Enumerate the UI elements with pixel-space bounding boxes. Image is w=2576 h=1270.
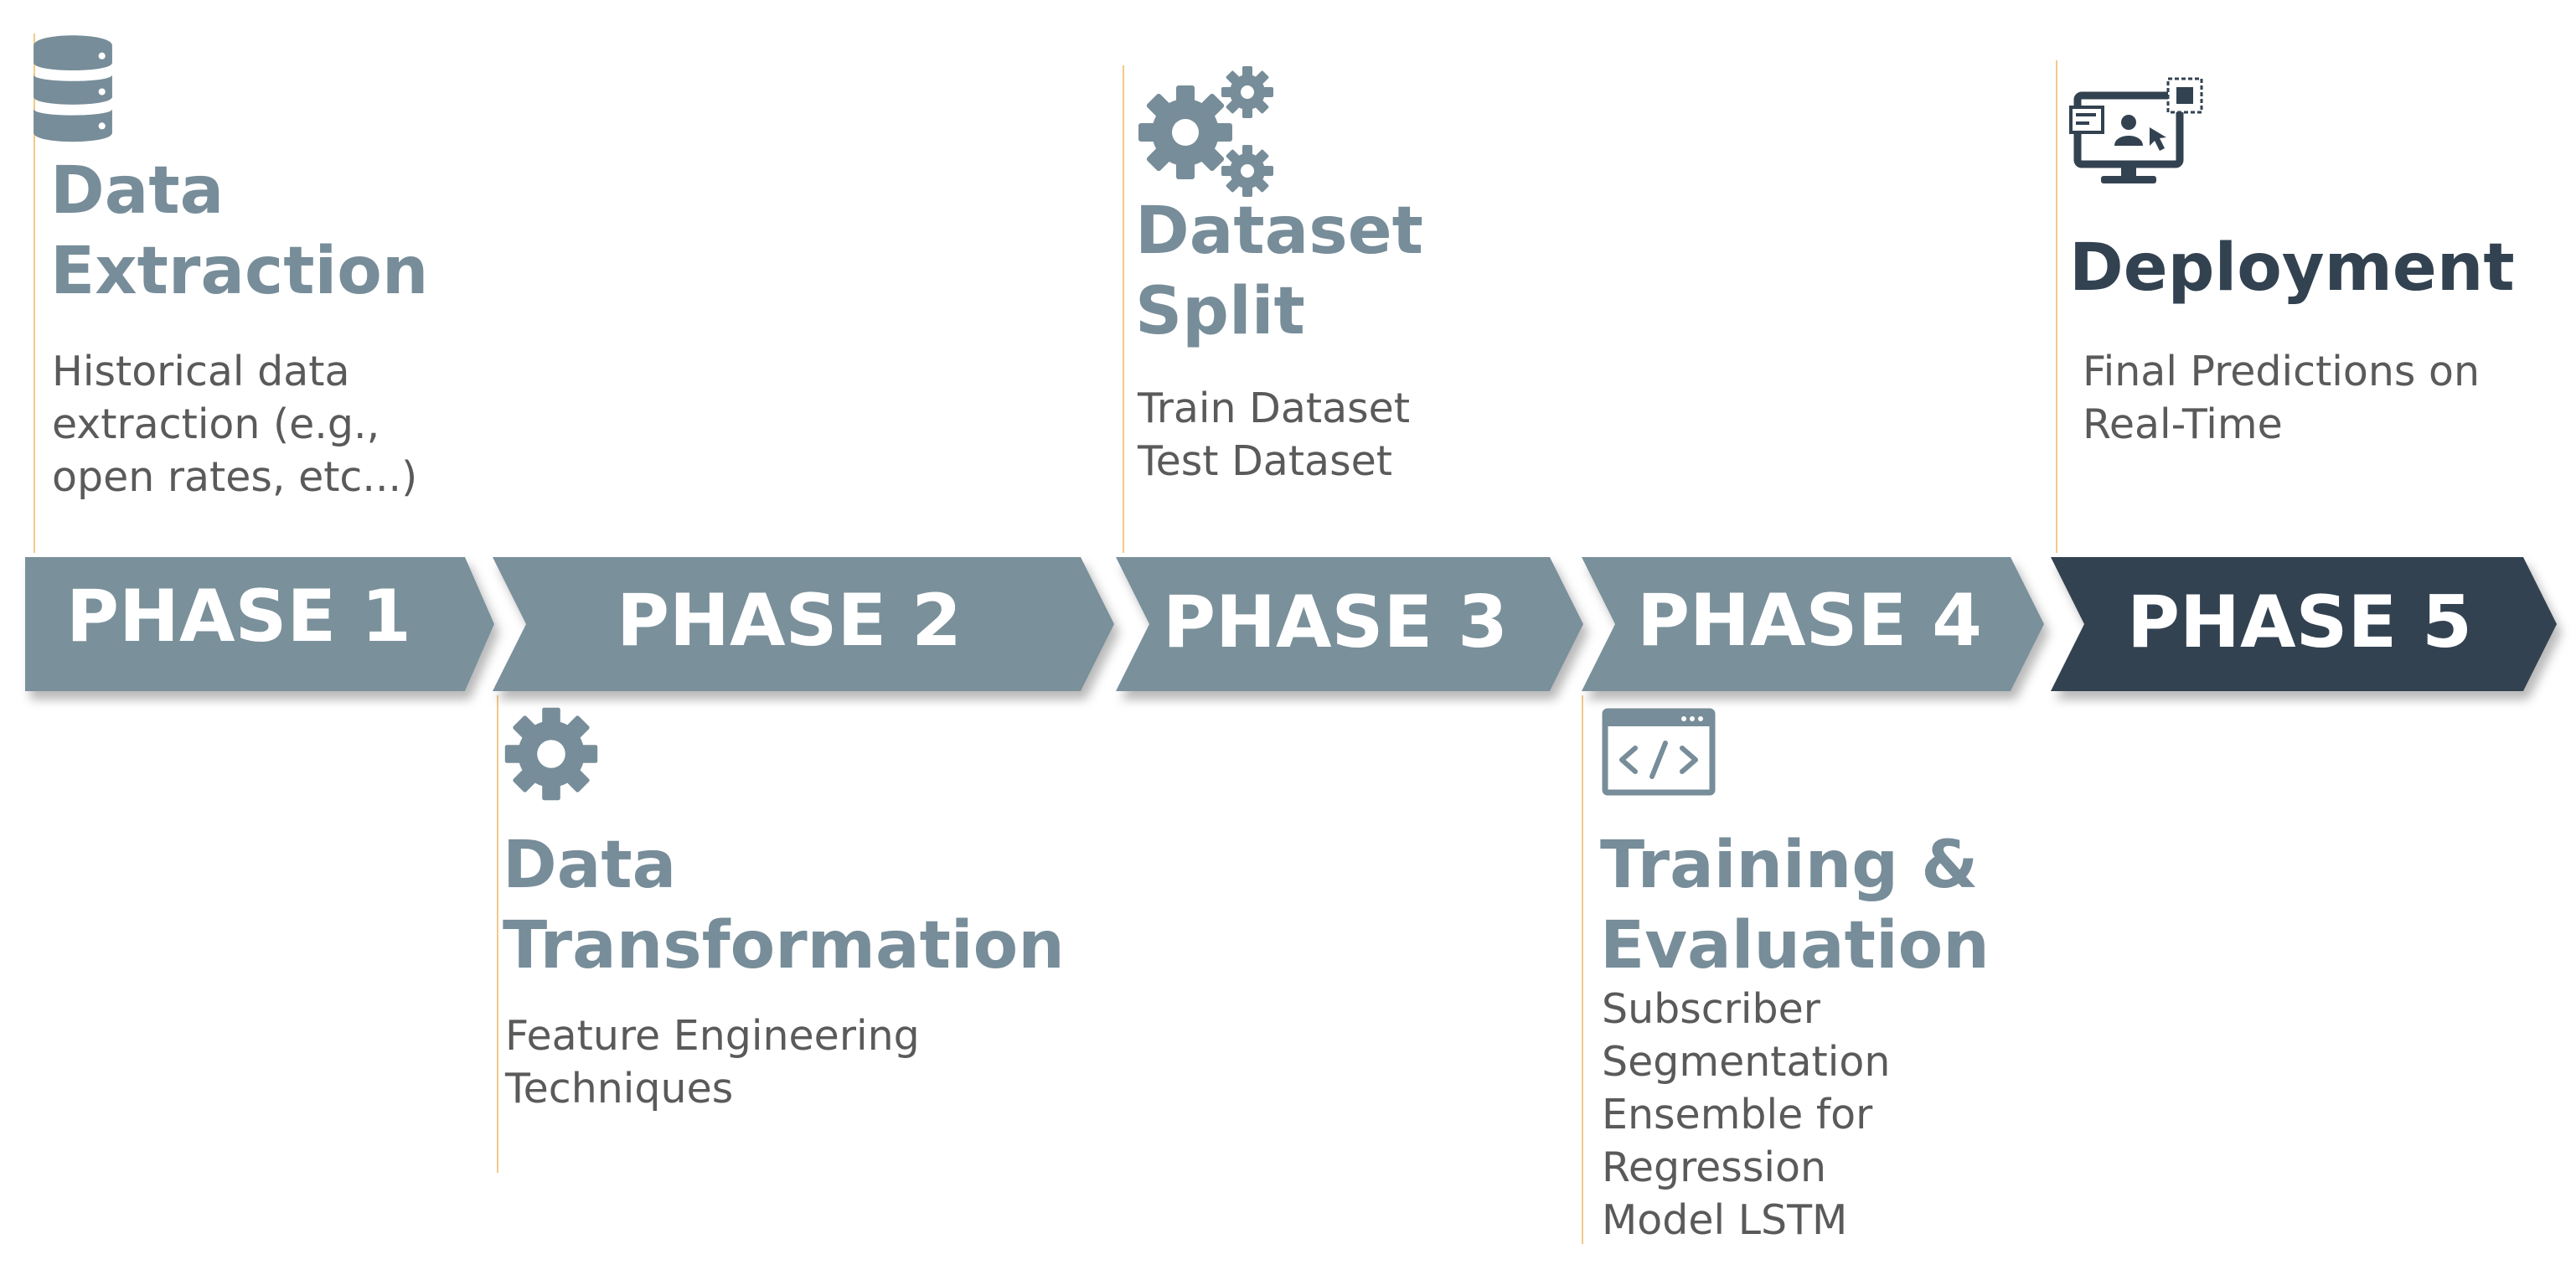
phase-2-description-line-2: Techniques xyxy=(505,1065,734,1113)
phase-1-description: Historical data extraction (e.g., open r… xyxy=(52,345,417,503)
phase-3-chevron: PHASE 3 xyxy=(1116,557,1583,691)
phase-1-title-line-2: Extraction xyxy=(50,234,429,309)
phase-4-description: Subscriber Segmentation Ensemble for Reg… xyxy=(1602,983,1890,1247)
phase-4-title-line-2: Evaluation xyxy=(1600,908,1990,983)
code-window-icon xyxy=(1602,708,1716,796)
gear-icon xyxy=(501,704,601,804)
phase-3-title-line-2: Split xyxy=(1135,274,1305,349)
phase-4-label: PHASE 4 xyxy=(1637,579,1982,663)
phase-1-description-line-1: Historical data xyxy=(52,348,350,395)
phase-2-title-line-1: Data xyxy=(503,828,677,903)
phase-1-description-line-2: extraction (e.g., xyxy=(52,400,380,448)
phase-1-label: PHASE 1 xyxy=(66,575,411,658)
phase-4-description-line-3: Ensemble for xyxy=(1602,1091,1873,1138)
phase-3-title: Dataset Split xyxy=(1135,191,1423,352)
phase-3-title-line-1: Dataset xyxy=(1135,194,1423,269)
phase-3-description: Train Dataset Test Dataset xyxy=(1138,382,1410,488)
phase-4-description-line-2: Segmentation xyxy=(1602,1038,1891,1086)
database-icon xyxy=(30,34,116,147)
phase-5-description-line-2: Real-Time xyxy=(2083,400,2283,448)
phase-1-connector xyxy=(34,34,35,553)
phase-3-connector xyxy=(1123,65,1124,553)
phase-4-title: Training & Evaluation xyxy=(1600,825,1990,986)
phase-2-description-line-1: Feature Engineering xyxy=(505,1012,920,1060)
phase-3-shape xyxy=(1116,557,1583,691)
phase-1-title-line-1: Data xyxy=(50,153,225,229)
phase-1-title: Data Extraction xyxy=(50,151,428,312)
phase-5-label: PHASE 5 xyxy=(2127,581,2472,664)
phase-4-shape xyxy=(1582,557,2044,691)
phase-5-description: Final Predictions on Real-Time xyxy=(2083,345,2480,451)
phase-5-title-line-1: Deployment xyxy=(2069,230,2515,306)
phase-2-title: Data Transformation xyxy=(503,825,1065,986)
phase-4-title-line-1: Training & xyxy=(1600,828,1979,903)
phase-1-shape xyxy=(25,557,494,691)
phase-5-shape xyxy=(2051,557,2557,691)
phase-5-description-line-1: Final Predictions on xyxy=(2083,348,2480,395)
phase-3-description-line-2: Test Dataset xyxy=(1138,437,1392,485)
phase-5-chevron: PHASE 5 xyxy=(2051,557,2557,691)
phase-2-connector xyxy=(497,695,498,1173)
phase-2-shape xyxy=(493,557,1114,691)
phase-4-description-line-4: Regression xyxy=(1602,1144,1827,1191)
phase-2-chevron: PHASE 2 xyxy=(493,557,1114,691)
phase-4-description-line-5: Model LSTM xyxy=(1602,1196,1848,1244)
monitor-deployment-icon xyxy=(2069,77,2205,190)
gears-icon xyxy=(1137,64,1281,204)
phase-2-title-line-2: Transformation xyxy=(503,908,1065,983)
phase-3-description-line-1: Train Dataset xyxy=(1138,385,1411,432)
phase-5-title: Deployment xyxy=(2069,228,2515,308)
phase-4-description-line-1: Subscriber xyxy=(1602,985,1820,1033)
phase-1-chevron: PHASE 1 xyxy=(25,557,494,691)
phase-2-label: PHASE 2 xyxy=(617,579,962,663)
phase-5-connector xyxy=(2056,60,2057,553)
phase-1-description-line-3: open rates, etc...) xyxy=(52,453,418,501)
phase-4-connector xyxy=(1582,695,1583,1244)
phase-3-label: PHASE 3 xyxy=(1163,581,1508,664)
phase-4-chevron: PHASE 4 xyxy=(1582,557,2044,691)
phase-2-description: Feature Engineering Techniques xyxy=(505,1009,920,1115)
